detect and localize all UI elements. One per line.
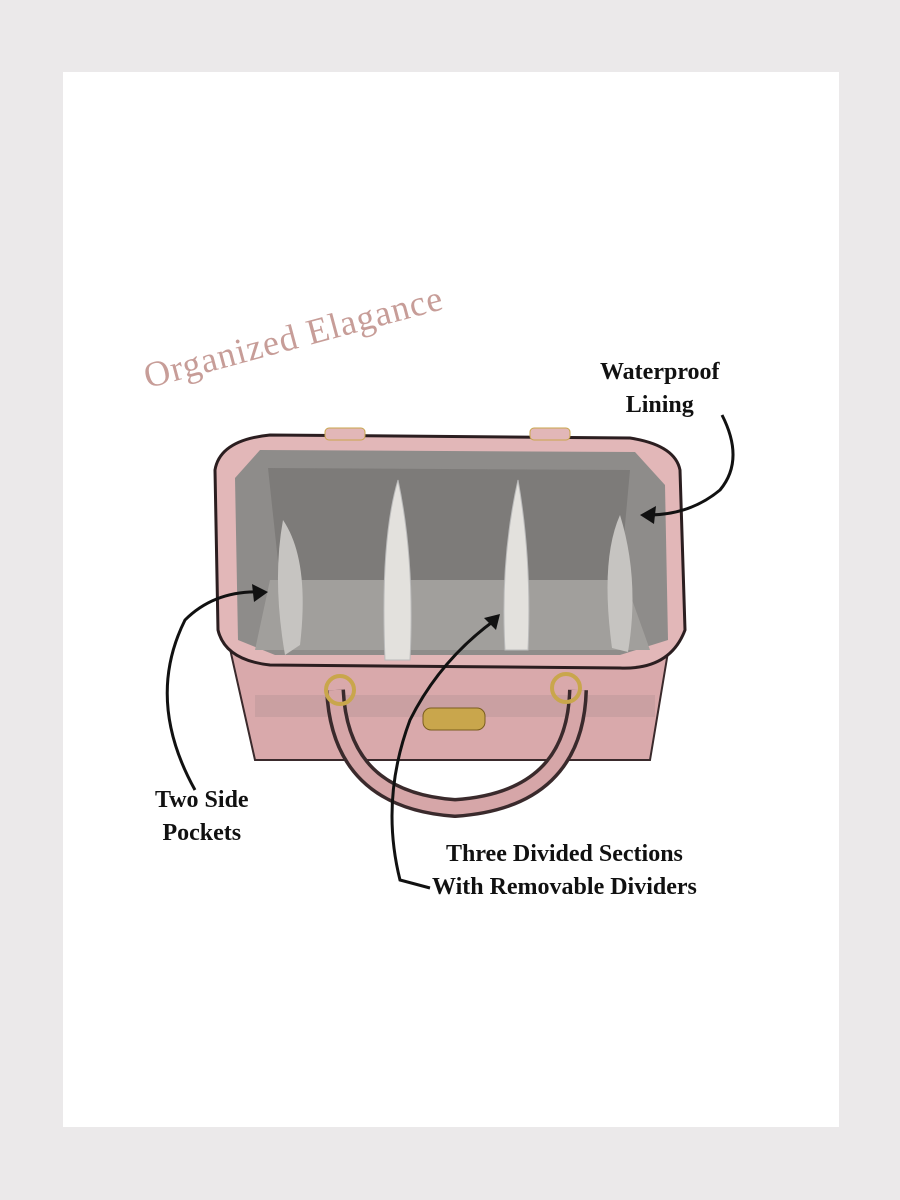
divider-left	[383, 479, 412, 661]
right-side-pocket	[607, 515, 633, 652]
callout-arrows	[165, 414, 735, 890]
callout-divided-sections: Three Divided Sections With Removable Di…	[432, 838, 697, 904]
callout-line: Lining	[625, 392, 694, 418]
callout-line: Three Divided Sections	[445, 841, 683, 867]
gold-clasp	[422, 707, 486, 731]
left-side-pocket	[277, 520, 303, 655]
callout-side-pockets: Two Side Pockets	[155, 784, 249, 850]
callout-line: With Removable Dividers	[432, 874, 697, 900]
arrow-side-pockets	[165, 590, 263, 791]
callout-line: Waterproof	[600, 359, 720, 385]
arrow-sections	[390, 618, 496, 890]
arrow-waterproof	[647, 414, 735, 517]
bag-strap-band	[255, 695, 655, 717]
callout-line: Pockets	[162, 820, 242, 846]
callout-waterproof-lining: Waterproof Lining	[600, 356, 720, 422]
divider-right	[503, 479, 530, 651]
callout-line: Two Side	[155, 787, 249, 813]
